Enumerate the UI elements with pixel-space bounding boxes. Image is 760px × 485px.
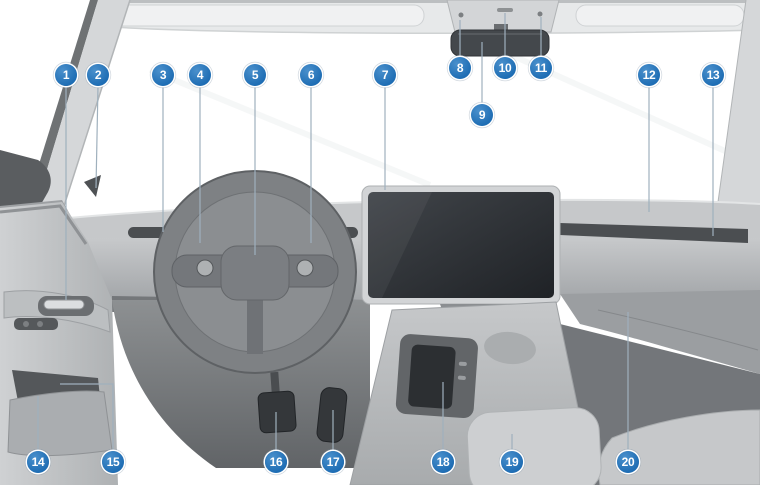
touchscreen [361, 185, 561, 322]
a-pillar-right [717, 0, 760, 214]
callout-15: 15 [102, 451, 124, 473]
callout-16: 16 [265, 451, 287, 473]
steering-wheel [153, 170, 357, 374]
callout-10: 10 [494, 57, 516, 79]
accelerator-pedal [316, 387, 348, 443]
callout-3: 3 [152, 64, 174, 86]
callout-14: 14 [27, 451, 49, 473]
glovebox-area [560, 290, 760, 374]
door-pocket [7, 390, 113, 457]
phone-dock [395, 334, 478, 419]
leader-15 [60, 383, 114, 451]
callout-18: 18 [432, 451, 454, 473]
right-scroll-button [296, 259, 314, 277]
leader-2 [95, 85, 99, 189]
console-armrest [466, 407, 602, 485]
callout-2: 2 [87, 64, 109, 86]
cabin-camera [497, 8, 513, 12]
callout-8: 8 [449, 57, 471, 79]
a-pillar-left [26, 0, 131, 207]
center-console [349, 301, 602, 485]
overhead-button-left [458, 12, 464, 18]
cup-holders [484, 331, 536, 365]
callout-11: 11 [530, 57, 552, 79]
callout-12: 12 [638, 64, 660, 86]
callout-9: 9 [471, 104, 493, 126]
sun-visor-right [575, 4, 745, 27]
brake-pedal [257, 371, 297, 434]
left-scroll-button [196, 259, 214, 277]
callout-20: 20 [617, 451, 639, 473]
callout-7: 7 [374, 64, 396, 86]
window-switches [14, 318, 58, 330]
callout-1: 1 [55, 64, 77, 86]
callout-6: 6 [300, 64, 322, 86]
callout-5: 5 [244, 64, 266, 86]
pillar-speaker [84, 175, 101, 197]
leader-lines [37, 13, 714, 451]
callout-17: 17 [322, 451, 344, 473]
overhead-console [446, 0, 560, 33]
callout-4: 4 [189, 64, 211, 86]
air-vent-right [560, 223, 748, 243]
overhead-button-right [537, 11, 543, 17]
door-handle [43, 299, 85, 310]
door-panel-left [0, 202, 118, 485]
sun-visor-left [111, 4, 425, 27]
side-mirror-left [0, 150, 51, 208]
callout-13: 13 [702, 64, 724, 86]
rearview-mirror [450, 24, 550, 57]
callout-19: 19 [501, 451, 523, 473]
passenger-seat [598, 409, 760, 485]
